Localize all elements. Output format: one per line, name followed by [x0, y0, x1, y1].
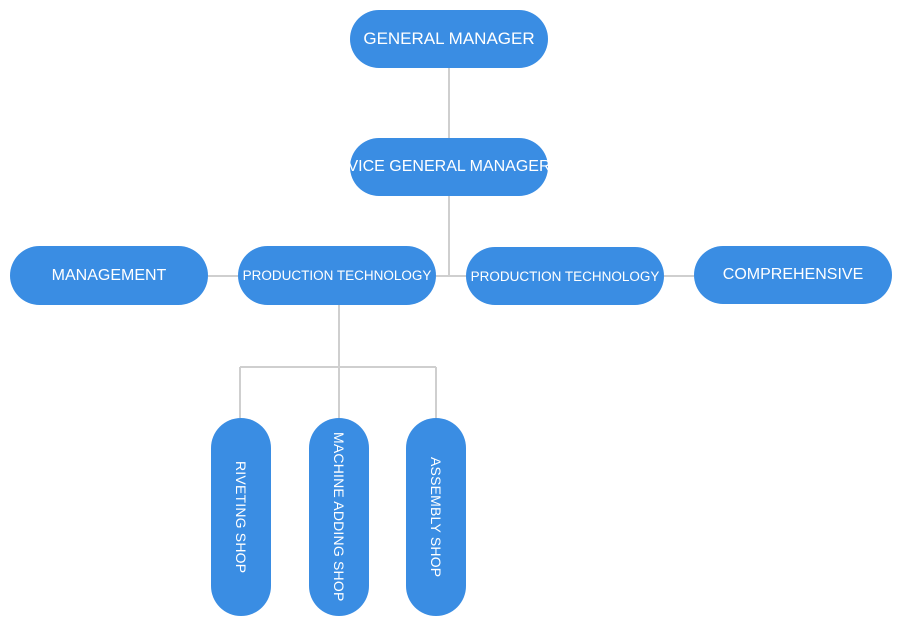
node-production-technology-right-label: PRODUCTION TECHNOLOGY [470, 268, 660, 284]
node-management-label: MANAGEMENT [51, 266, 167, 284]
node-vice-general-manager-label: VICE GENERAL MANAGER [347, 158, 551, 175]
node-production-technology-left: PRODUCTION TECHNOLOGY [238, 246, 436, 305]
node-production-technology-left-label: PRODUCTION TECHNOLOGY [242, 268, 432, 283]
node-riveting-shop: RIVETING SHOP [211, 418, 271, 616]
node-assembly-shop: ASSEMBLY SHOP [406, 418, 466, 616]
node-vice-general-manager: VICE GENERAL MANAGER [347, 138, 551, 196]
node-general-manager: GENERAL MANAGER [350, 10, 548, 68]
node-general-manager-label: GENERAL MANAGER [363, 29, 535, 48]
node-management: MANAGEMENT [10, 246, 208, 305]
node-assembly-shop-label: ASSEMBLY SHOP [428, 456, 444, 578]
node-riveting-shop-label: RIVETING SHOP [233, 460, 249, 574]
node-comprehensive-label: COMPREHENSIVE [722, 266, 864, 283]
node-comprehensive: COMPREHENSIVE [694, 246, 892, 304]
node-machine-adding-shop-label: MACHINE ADDING SHOP [331, 432, 347, 602]
node-production-technology-right: PRODUCTION TECHNOLOGY [466, 247, 664, 305]
node-machine-adding-shop: MACHINE ADDING SHOP [309, 418, 369, 616]
